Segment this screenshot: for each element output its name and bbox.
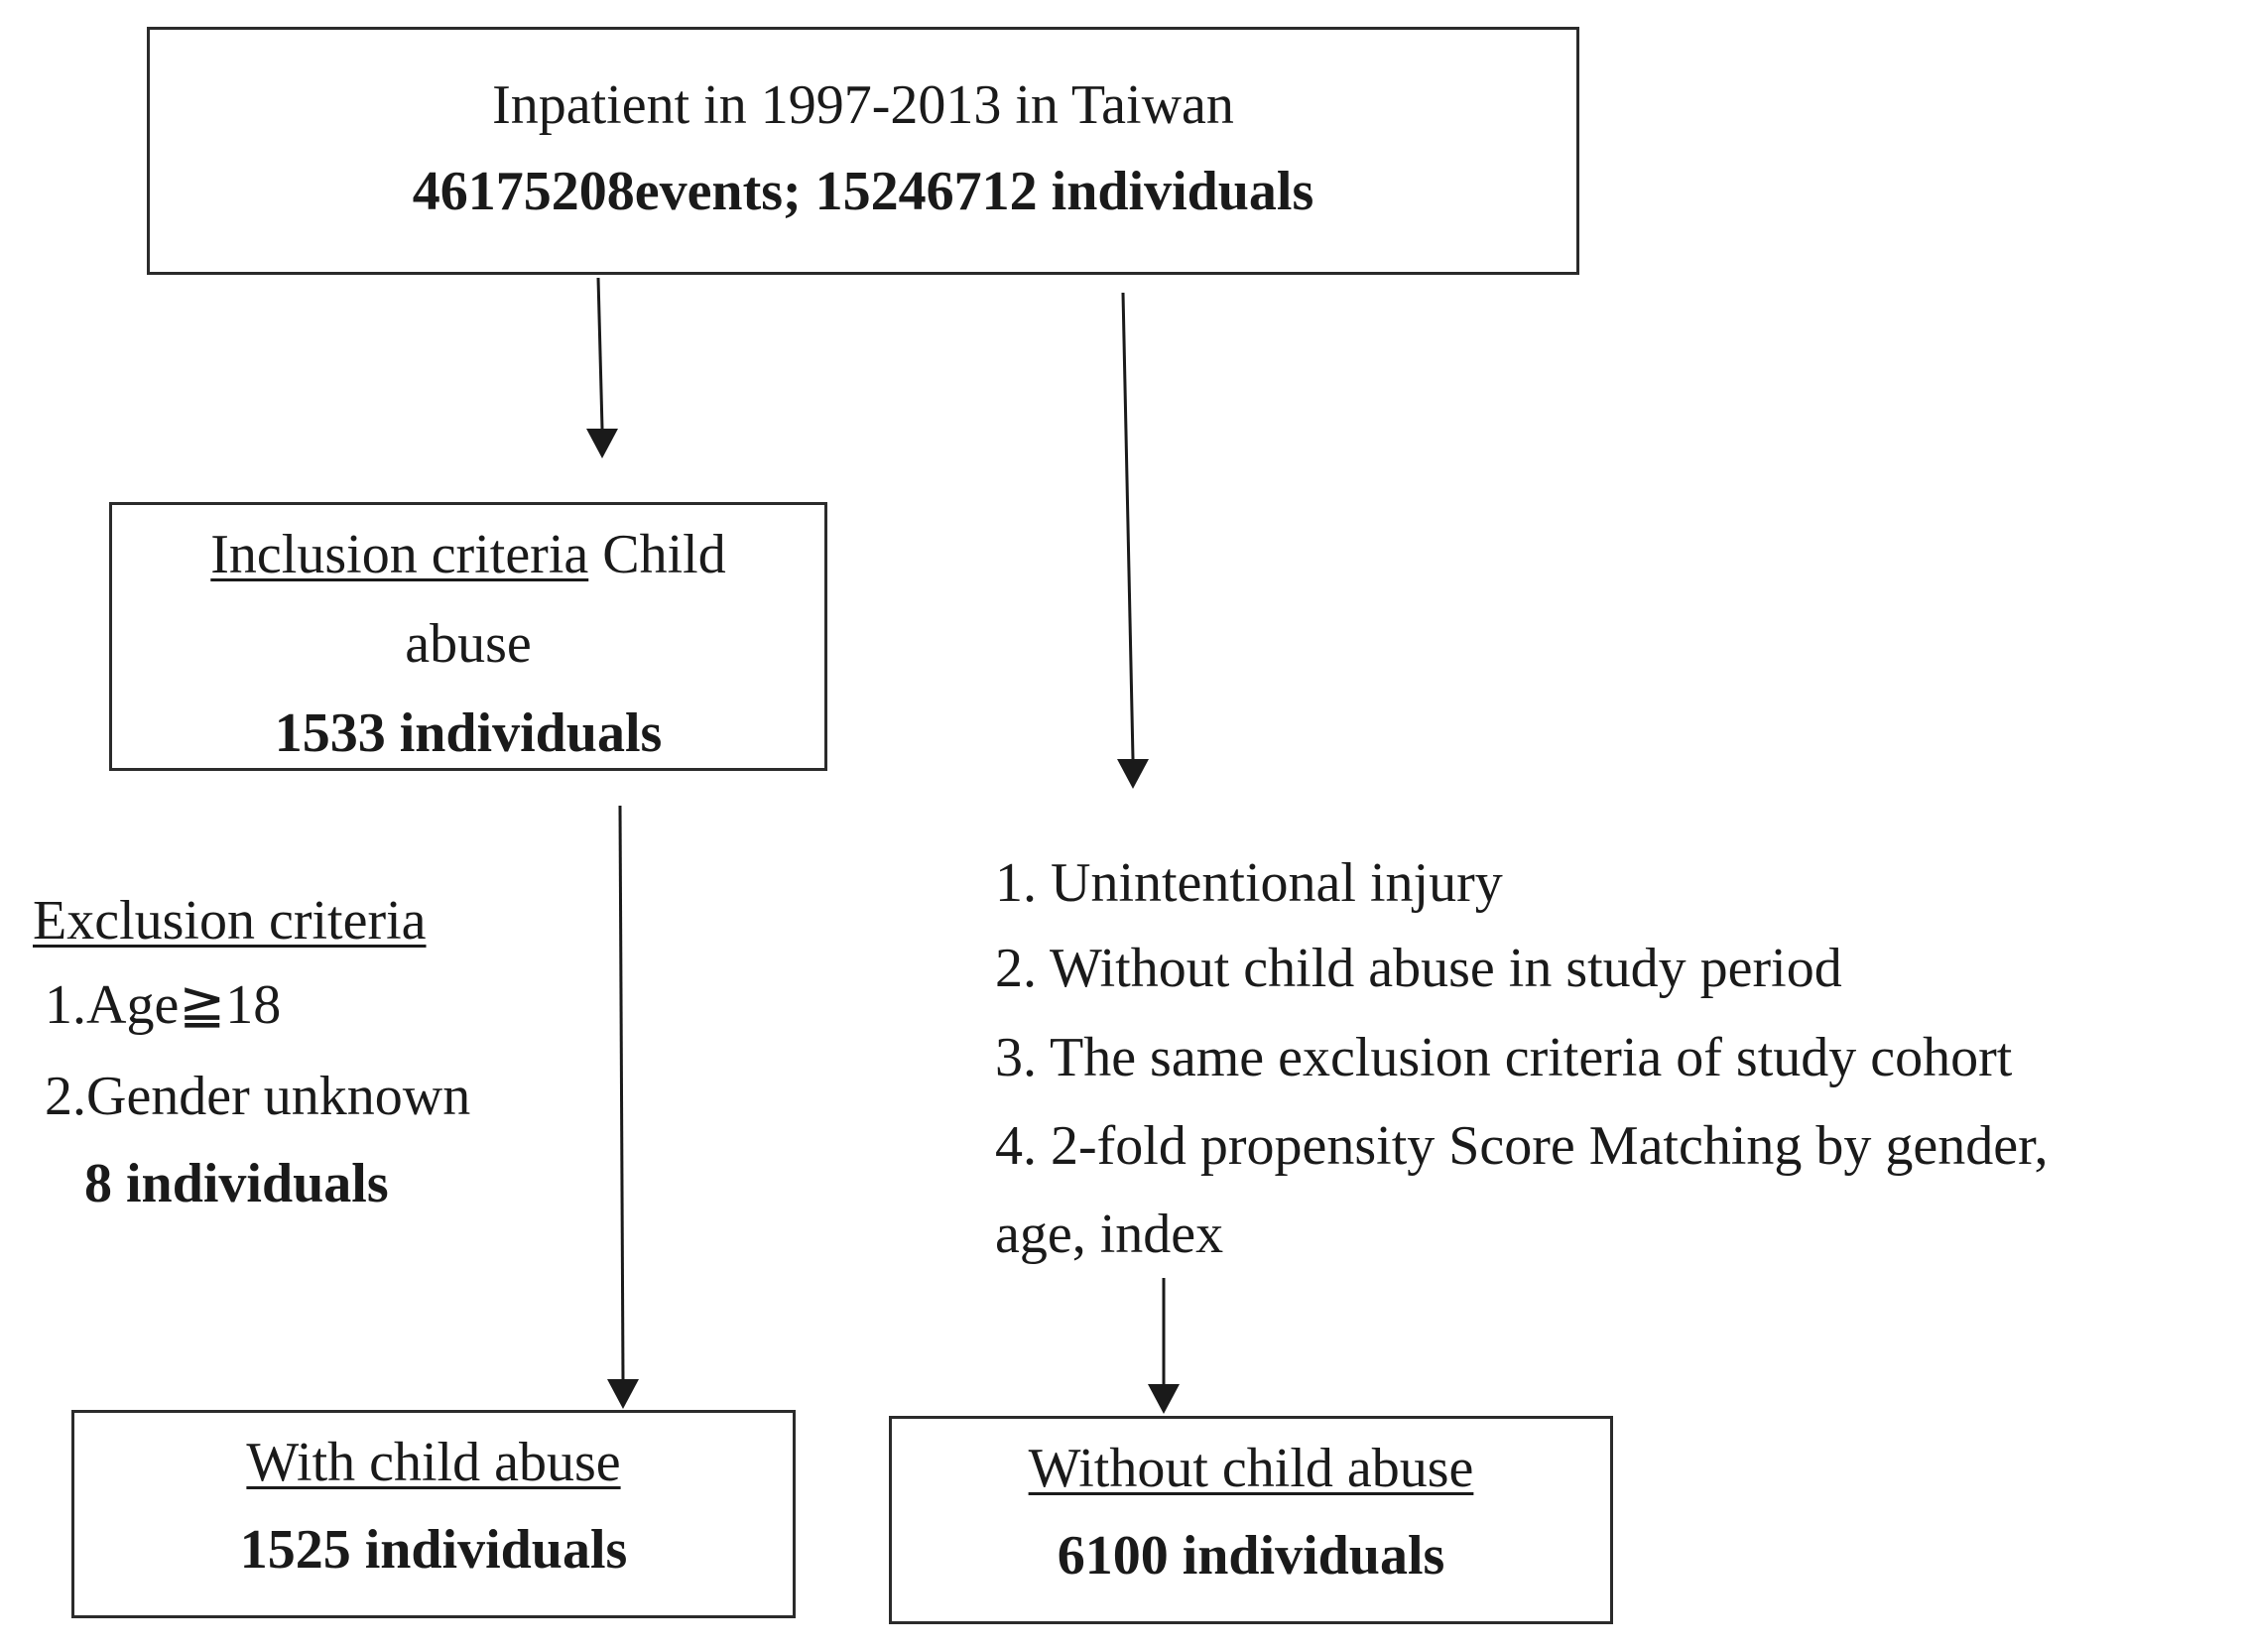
without-child-abuse-count: 6100 individuals bbox=[1057, 1525, 1445, 1587]
source-population-title: Inpatient in 1997-2013 in Taiwan bbox=[492, 74, 1234, 136]
source-population-count: 46175208events; 15246712 individuals bbox=[412, 161, 1314, 222]
without-child-abuse-title: Without child abuse bbox=[1028, 1438, 1474, 1499]
with-child-abuse-count: 1525 individuals bbox=[239, 1519, 628, 1581]
without-child-abuse-box: Without child abuse 6100 individuals bbox=[889, 1416, 1613, 1624]
control-criteria-item-1: 1. Unintentional injury bbox=[995, 852, 1503, 914]
exclusion-criteria-count: 8 individuals bbox=[84, 1153, 389, 1214]
inclusion-criteria-count: 1533 individuals bbox=[274, 702, 663, 764]
control-criteria-item-3: 3. The same exclusion criteria of study … bbox=[995, 1027, 2013, 1088]
inclusion-criteria-underlined: Inclusion criteria bbox=[210, 524, 589, 585]
exclusion-criteria-title: Exclusion criteria bbox=[33, 890, 427, 952]
with-child-abuse-box: With child abuse 1525 individuals bbox=[71, 1410, 796, 1618]
inclusion-criteria-label: Inclusion criteria Child bbox=[112, 527, 824, 582]
exclusion-criteria-item-1: 1.Age≧18 bbox=[45, 974, 282, 1036]
arrow-criteria-to-without bbox=[1148, 1278, 1180, 1414]
arrow-inclusion-to-with bbox=[607, 805, 639, 1409]
inclusion-criteria-label-rest: Child bbox=[588, 524, 726, 585]
inclusion-criteria-line2: abuse bbox=[405, 613, 532, 675]
with-child-abuse-title: With child abuse bbox=[246, 1432, 621, 1493]
arrow-top-to-control-criteria bbox=[1117, 292, 1149, 789]
exclusion-criteria-item-2: 2.Gender unknown bbox=[45, 1066, 471, 1127]
control-criteria-item-2: 2. Without child abuse in study period bbox=[995, 938, 1842, 999]
inclusion-criteria-box: Inclusion criteria Child abuse 1533 indi… bbox=[109, 502, 827, 771]
source-population-box: Inpatient in 1997-2013 in Taiwan 4617520… bbox=[147, 27, 1579, 275]
control-criteria-item-4-continued: age, index bbox=[995, 1204, 1224, 1265]
arrow-top-to-inclusion bbox=[586, 277, 618, 458]
control-criteria-item-4: 4. 2-fold propensity Score Matching by g… bbox=[995, 1115, 2049, 1177]
